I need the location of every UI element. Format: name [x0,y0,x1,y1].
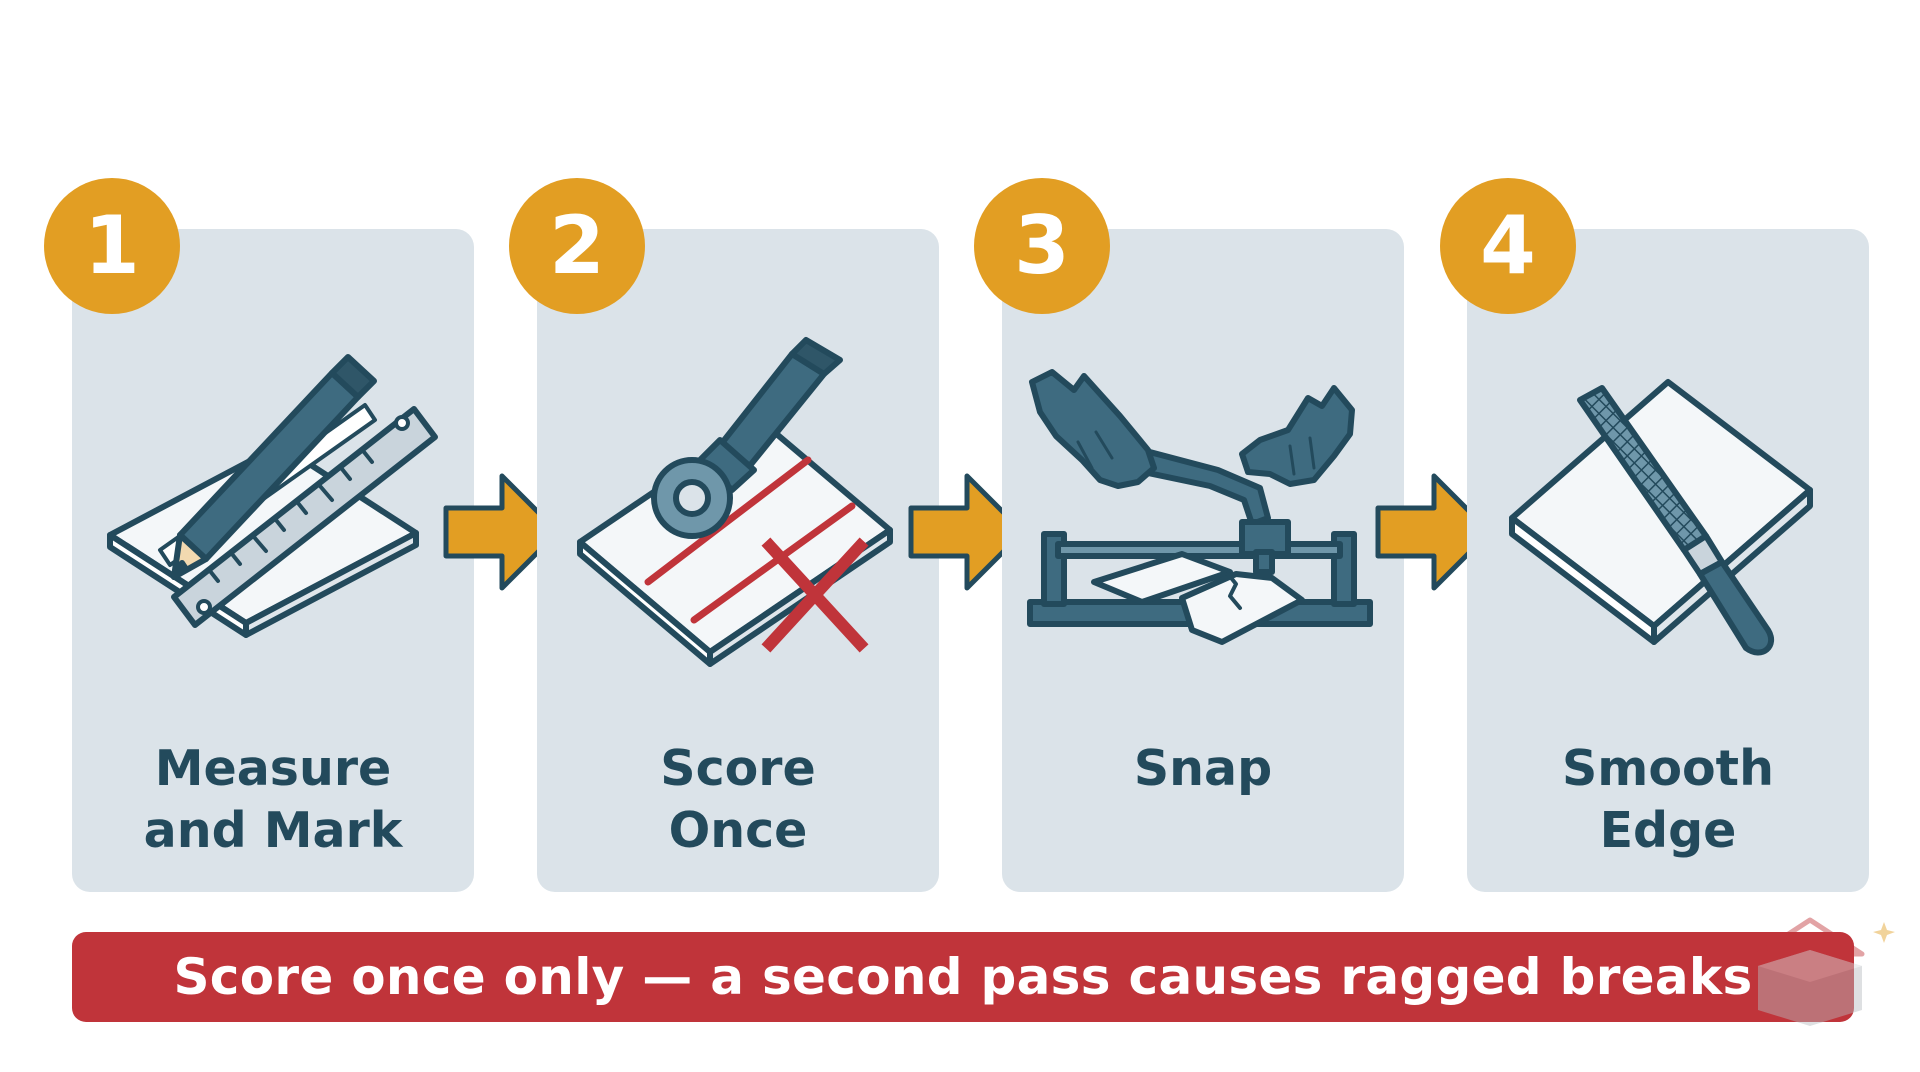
warning-banner: Score once only — a second pass causes r… [72,932,1854,1022]
pencil-and-ruler-icon [107,354,438,638]
step-label-2-line2: Once [668,802,808,859]
step-label-2-line1: Score [660,740,816,797]
scoring-wheel-icon [577,337,893,667]
house-logo-watermark-icon [1755,917,1895,1026]
step-label-3-line1: Snap [1133,740,1273,797]
step-label-2: Score Once [537,738,939,862]
step-label-3: Snap [1002,738,1404,800]
step-number-badge-1: 1 [44,178,180,314]
arrow-right-icon [1375,473,1493,591]
step-label-1-line2: and Mark [143,802,403,859]
step-number-badge-2: 2 [509,178,645,314]
step-label-4-line1: Smooth [1562,740,1774,797]
arrow-right-icon [908,473,1026,591]
step-label-1-line1: Measure [154,740,392,797]
step-number-badge-3: 3 [974,178,1110,314]
arrow-right-icon [443,473,561,591]
step-label-4-line2: Edge [1599,802,1737,859]
tile-cutter-hands-icon [1027,369,1373,645]
file-rasp-icon [1509,379,1813,656]
step-label-4: Smooth Edge [1467,738,1869,862]
step-label-1: Measure and Mark [72,738,474,862]
step-number-badge-4: 4 [1440,178,1576,314]
